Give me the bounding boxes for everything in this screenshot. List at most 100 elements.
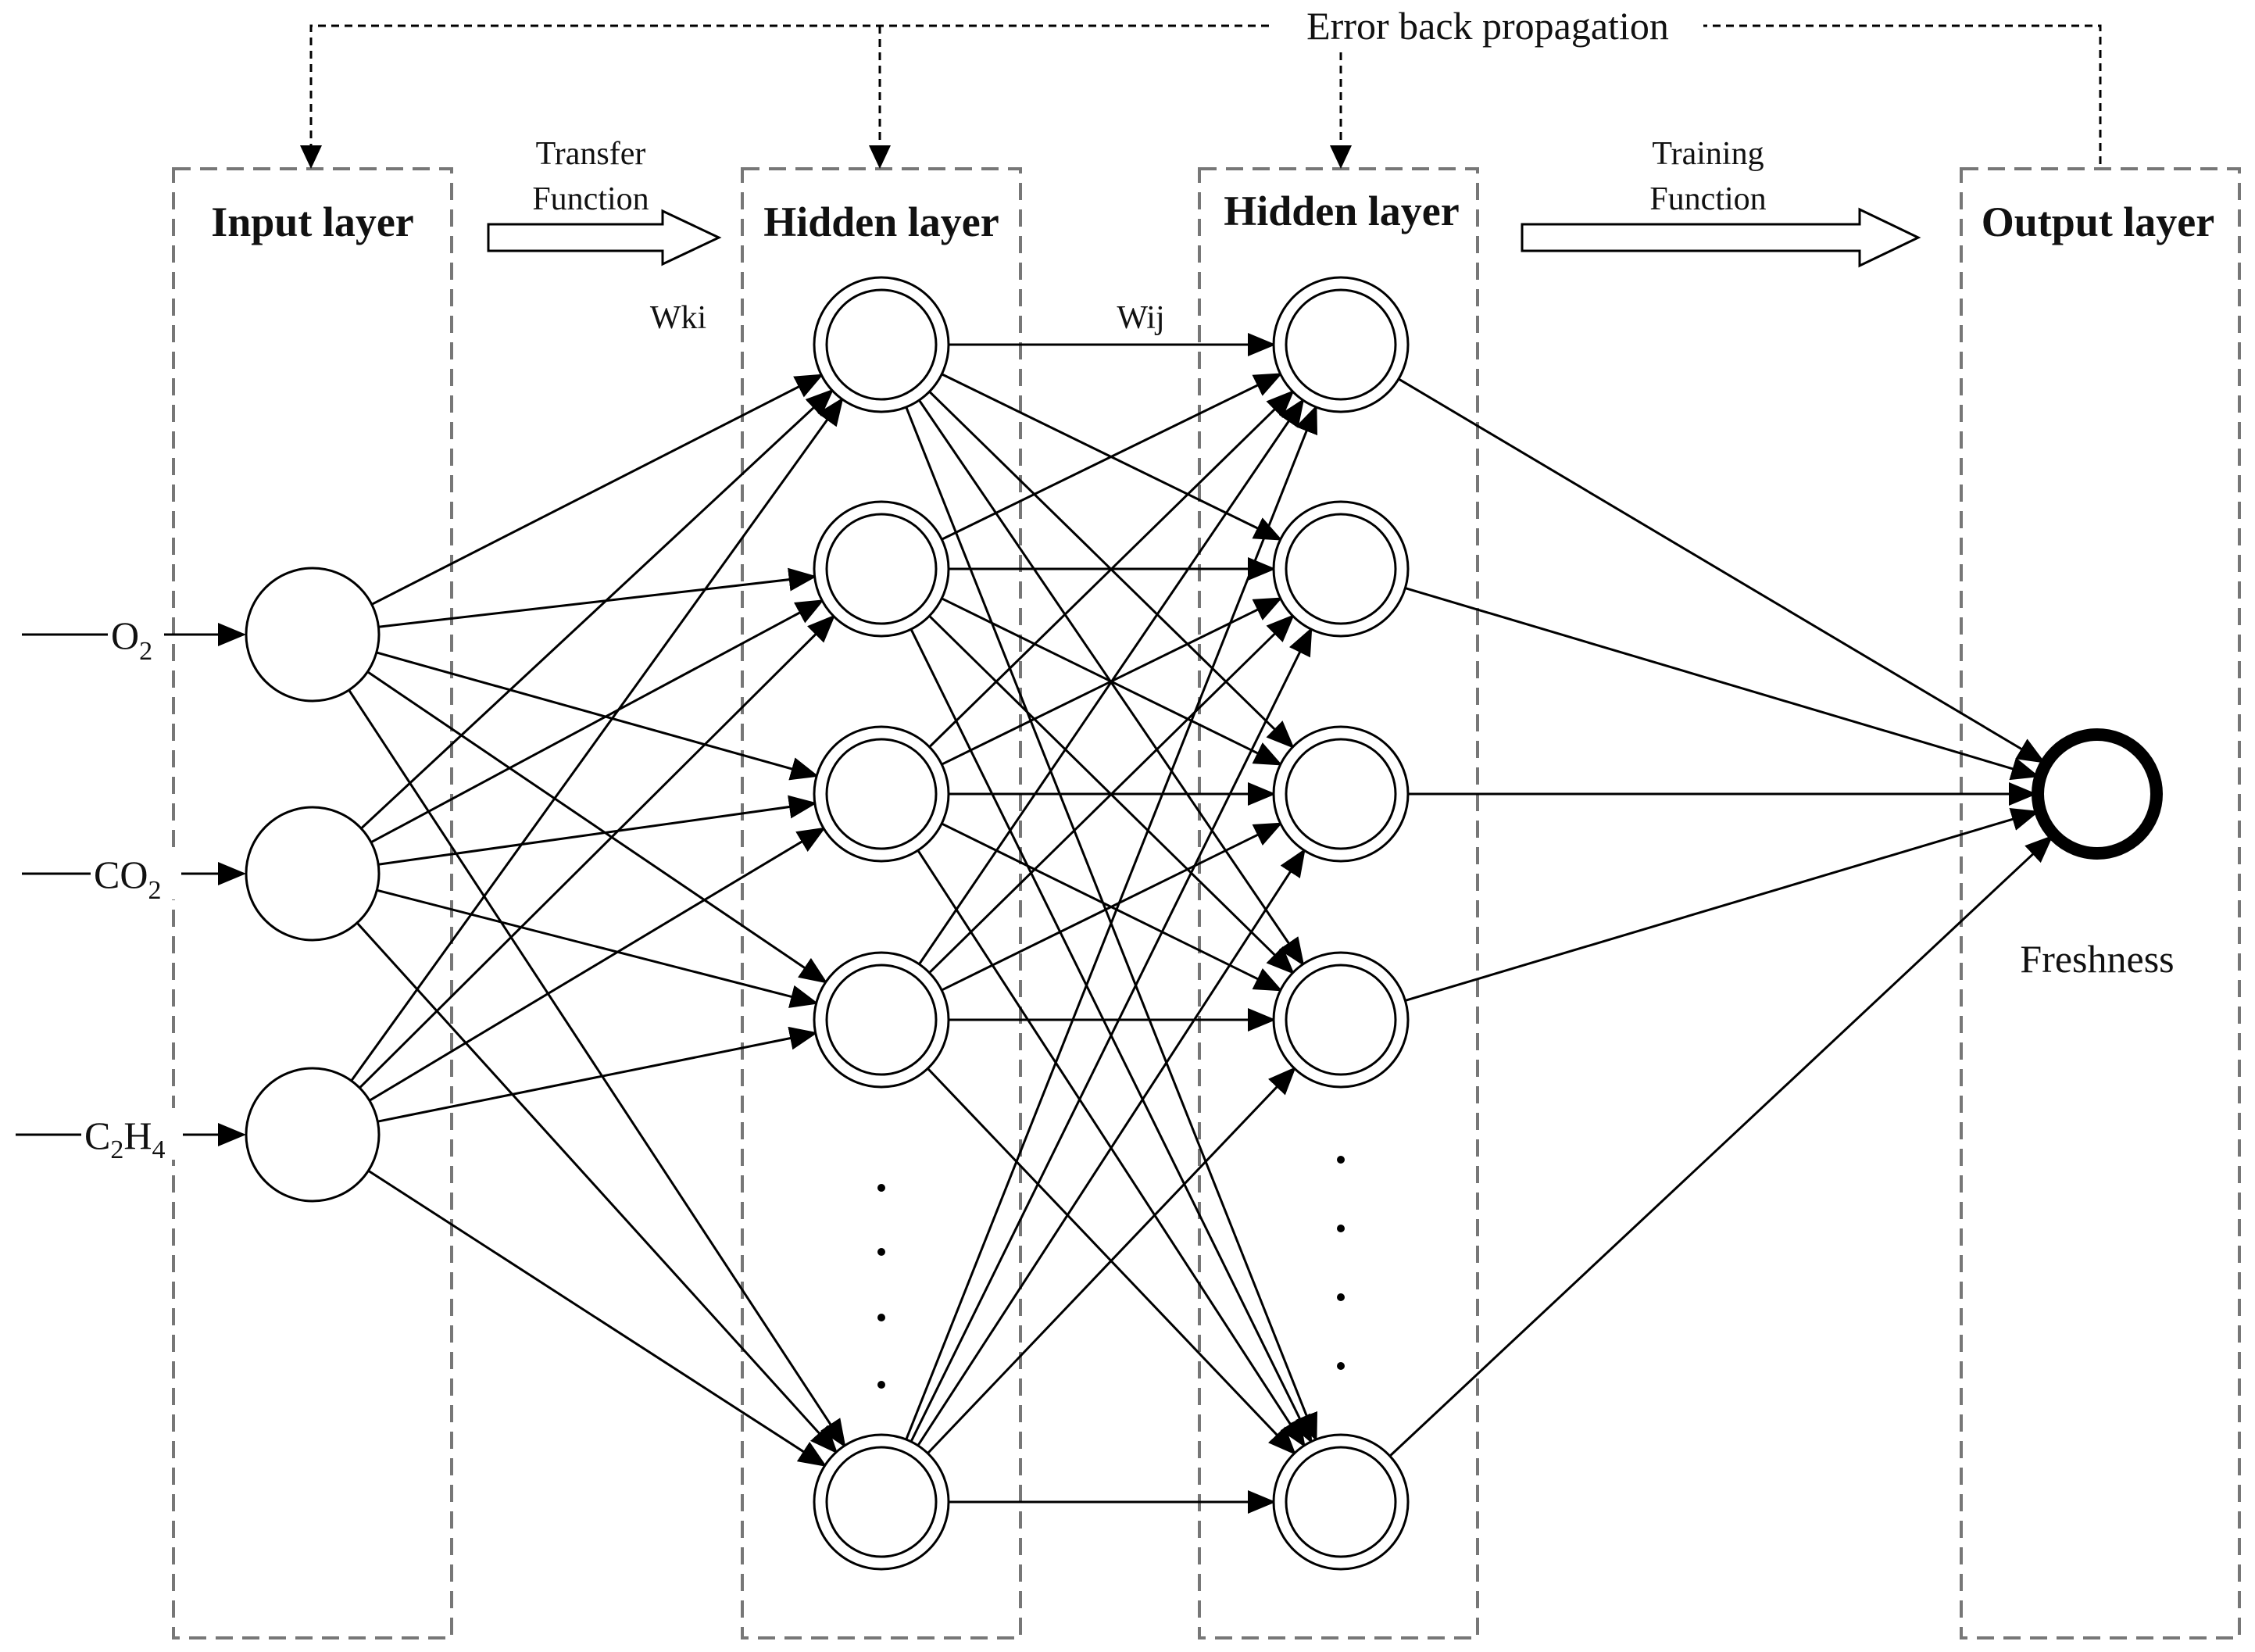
connection-hidden-to-hidden <box>928 614 1295 974</box>
connection-input-to-hidden <box>371 374 824 606</box>
hidden-neuron <box>1272 500 1410 638</box>
connection-input-to-hidden <box>350 397 844 1082</box>
hidden-neuron-inner-ring <box>1285 964 1397 1076</box>
training-function-label-line1: Training <box>1652 136 1764 172</box>
connection-hidden-to-hidden <box>918 398 1305 965</box>
hidden-neuron-inner-ring <box>825 738 938 850</box>
training-function-label-line2: Function <box>1649 181 1766 217</box>
hidden-neuron-inner-ring <box>1285 1446 1397 1558</box>
connection-input-to-hidden <box>360 388 834 830</box>
input-neuron <box>245 806 381 942</box>
connection-input-to-hidden <box>366 670 828 984</box>
connection-hidden-to-hidden <box>941 822 1283 992</box>
connection-hidden-to-hidden <box>941 373 1283 541</box>
connection-input-to-hidden <box>378 567 817 628</box>
connection-input-to-hidden <box>370 599 824 844</box>
hidden-layer-2-title: Hidden layer <box>1224 188 1460 234</box>
hidden-layer-1-title: Hidden layer <box>763 198 999 245</box>
transfer-function-label-line2: Function <box>532 181 649 217</box>
ellipsis-dot <box>877 1381 885 1389</box>
weight-label-wij: Wij <box>1117 300 1164 336</box>
connection-input-to-hidden <box>376 651 820 781</box>
feedback-label-bg <box>1272 8 1703 47</box>
hidden-neuron <box>813 725 950 863</box>
input-neuron <box>245 1067 381 1203</box>
input-label-c2h4-c: C <box>84 1114 110 1157</box>
ellipsis-dot <box>877 1184 885 1192</box>
hidden-neuron-inner-ring <box>825 288 938 401</box>
input-label-o2-base: O <box>111 613 139 657</box>
down-arrow-icon <box>300 145 322 169</box>
hidden-neuron <box>1272 951 1410 1089</box>
input-label-o2: O2 <box>111 613 152 666</box>
connection-input-to-hidden <box>348 689 846 1448</box>
hidden-neuron <box>813 951 950 1089</box>
hidden-neuron <box>813 500 950 638</box>
down-arrow-icon <box>869 145 891 169</box>
connection-hidden-to-hidden <box>905 405 1318 1440</box>
hidden-layer-1-box <box>741 167 1022 1639</box>
connection-input-to-hidden <box>369 827 826 1102</box>
output-label-freshness: Freshness <box>2020 937 2174 981</box>
connection-hidden-to-output <box>1398 377 2046 763</box>
hidden-neuron <box>1272 725 1410 863</box>
hidden-neuron <box>813 1433 950 1571</box>
connection-hidden-to-hidden <box>917 848 1306 1446</box>
hidden-layer-2-ellipsis <box>1337 1156 1345 1370</box>
input-label-o2-sub: 2 <box>139 637 152 666</box>
input-label-c2h4-sub1: 2 <box>110 1135 123 1164</box>
ellipsis-dot <box>1337 1293 1345 1301</box>
connection-hidden-to-hidden <box>928 390 1295 748</box>
feedback-label: Error back propagation <box>1306 4 1669 48</box>
connection-hidden-to-output <box>1388 835 2053 1457</box>
hidden-layer-2-box <box>1198 167 1479 1639</box>
hidden-neuron-inner-ring <box>1285 288 1397 401</box>
connection-hidden-to-output <box>1405 587 2040 781</box>
connections <box>348 333 2053 1514</box>
input-label-c2h4-sub2: 4 <box>152 1135 165 1164</box>
output-neuron <box>2032 728 2163 860</box>
hidden-neuron-inner-ring <box>1285 513 1397 625</box>
connection-input-to-hidden <box>356 922 838 1454</box>
ellipsis-dot <box>877 1314 885 1321</box>
connection-hidden-to-output <box>1404 807 2040 1002</box>
hidden-neuron <box>813 276 950 413</box>
input-layer-title: Input layer <box>211 198 414 245</box>
hidden-neuron <box>1272 276 1410 413</box>
feedback-arrowheads <box>300 145 1352 169</box>
connection-input-to-hidden <box>359 614 836 1089</box>
connection-hidden-to-hidden <box>910 627 1313 1443</box>
input-label-bg-c2h4 <box>81 1108 183 1160</box>
hidden-neuron-inner-ring <box>825 964 938 1076</box>
hidden-neuron-inner-ring <box>1285 738 1397 850</box>
ellipsis-dot <box>1337 1225 1345 1232</box>
hidden-layer-1-ellipsis <box>877 1184 885 1389</box>
hidden-neuron <box>1272 1433 1410 1571</box>
input-neuron <box>245 567 381 703</box>
weight-label-wki: Wki <box>650 300 706 336</box>
input-layer-box <box>172 167 453 1639</box>
input-label-bg-o2 <box>108 608 164 660</box>
input-label-co2: CO2 <box>94 853 161 905</box>
transfer-function-arrow-icon <box>487 209 722 266</box>
input-label-bg-co2 <box>91 848 181 899</box>
ellipsis-dot <box>877 1248 885 1256</box>
output-layer-box <box>1960 167 2241 1639</box>
input-label-co2-sub: 2 <box>148 876 161 905</box>
connection-input-to-hidden <box>377 1026 818 1123</box>
connection-input-to-hidden <box>367 1169 827 1467</box>
output-layer-title: Output layer <box>1982 198 2215 245</box>
input-label-c2h4-h: H <box>123 1114 152 1157</box>
connection-input-to-hidden <box>377 795 817 866</box>
hidden-neuron-inner-ring <box>825 1446 938 1558</box>
neurons <box>245 276 2163 1571</box>
layer-boxes <box>172 167 2241 1639</box>
connection-input-to-hidden <box>376 889 819 1008</box>
ellipsis-dot <box>1337 1156 1345 1164</box>
input-label-c2h4: C2H4 <box>84 1114 165 1164</box>
connection-hidden-to-hidden <box>927 1067 1296 1454</box>
ellipsis-dot <box>1337 1362 1345 1370</box>
input-label-co2-base: CO <box>94 853 148 896</box>
down-arrow-icon <box>1330 145 1352 169</box>
